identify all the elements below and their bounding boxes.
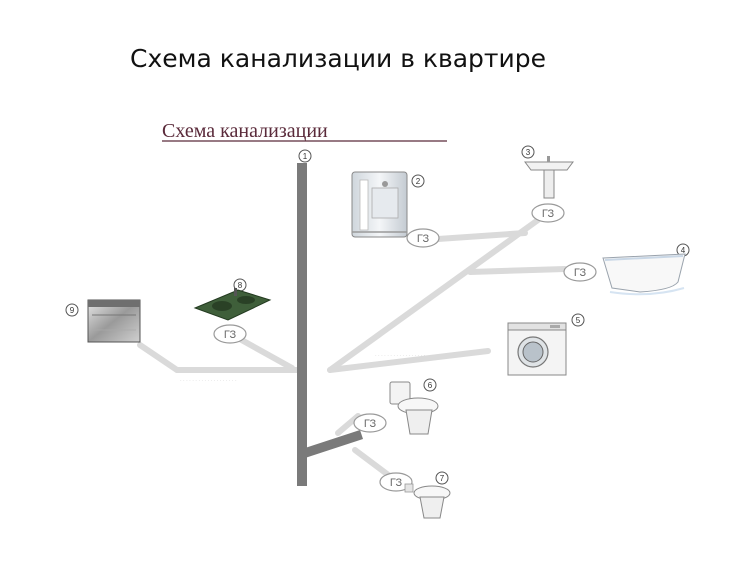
svg-text:7: 7 (440, 474, 445, 483)
gz-label-shower: ГЗ (406, 228, 440, 248)
svg-text:2: 2 (416, 177, 421, 186)
svg-text:ГЗ: ГЗ (364, 418, 377, 430)
bathtub-icon (602, 253, 686, 296)
pipe-kitchen-sink (235, 335, 295, 371)
marker-5: 5 (571, 313, 585, 327)
svg-text:ГЗ: ГЗ (417, 233, 430, 245)
marker-6: 6 (423, 378, 437, 392)
marker-2: 2 (411, 174, 425, 188)
toilet-icon (389, 381, 439, 435)
svg-text:6: 6 (428, 381, 433, 390)
marker-1: 1 (298, 149, 312, 163)
faint-caption-right: · · · · · · · · · · · · · · · · · (375, 353, 426, 359)
svg-text:ГЗ: ГЗ (574, 267, 587, 279)
pipe-toilet (335, 413, 361, 436)
svg-text:3: 3 (526, 148, 531, 157)
svg-text:ГЗ: ГЗ (224, 329, 237, 341)
bidet-icon (404, 483, 451, 519)
dishwasher-icon (87, 299, 141, 343)
pipe-washing-machine (327, 348, 491, 373)
marker-3: 3 (521, 145, 535, 159)
gz-label-washbasin: ГЗ (531, 203, 565, 223)
shower-cabin-icon (351, 171, 408, 238)
washing-machine-icon (507, 322, 567, 376)
diagram-title: Схема канализации (162, 120, 328, 142)
pipe-dishwasher-diag (137, 342, 180, 373)
pipe-bathtub (467, 266, 568, 275)
svg-text:1: 1 (303, 152, 308, 161)
pipe-main-diagonal (327, 217, 541, 373)
kitchen-sink-icon (193, 288, 272, 321)
svg-text:8: 8 (238, 281, 243, 290)
marker-9: 9 (65, 303, 79, 317)
svg-text:ГЗ: ГЗ (390, 477, 403, 489)
marker-7: 7 (435, 471, 449, 485)
slide-title: Схема канализации в квартире (130, 44, 546, 73)
gz-label-kitchen-sink: ГЗ (213, 324, 247, 344)
gz-label-toilet: ГЗ (353, 413, 387, 433)
svg-text:ГЗ: ГЗ (542, 208, 555, 220)
svg-text:4: 4 (681, 246, 686, 255)
gz-label-bathtub: ГЗ (563, 262, 597, 282)
faint-caption-left: · · · · · · · · · · · · · · · · · · · (180, 378, 237, 384)
pipe-shower (435, 230, 528, 242)
washbasin-icon (524, 156, 574, 199)
svg-text:5: 5 (576, 316, 581, 325)
riser-pipe (297, 163, 363, 486)
gz-label-bidet: ГЗ (379, 472, 413, 492)
svg-text:9: 9 (70, 306, 75, 315)
